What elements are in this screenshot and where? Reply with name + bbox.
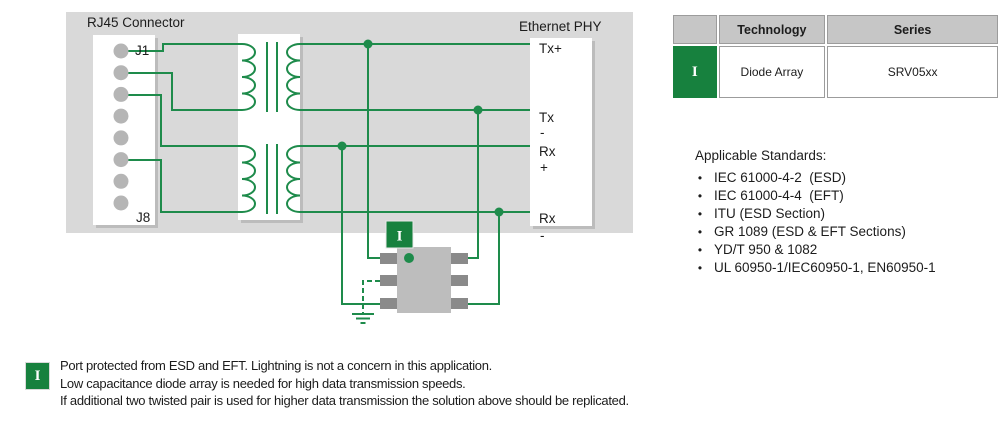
table-header-row: Technology Series [673, 15, 998, 44]
phy-label-rx-plus: + [540, 160, 548, 175]
note-line: Low capacitance diode array is needed fo… [60, 375, 466, 391]
wire-pin1 [121, 43, 242, 52]
standard-item: • ITU (ESD Section) [695, 205, 936, 223]
wire-pin3 [121, 94, 242, 147]
pin-j1-label: J1 [135, 43, 149, 58]
coil-upper-primary [241, 43, 256, 111]
ethernet-phy-box [530, 38, 592, 226]
bullet-icon: • [697, 261, 703, 275]
standard-item: • GR 1089 (ESD & EFT Sections) [695, 223, 936, 241]
standard-item: • IEC 61000-4-2 (ESD) [695, 169, 936, 187]
table-header-technology: Technology [718, 15, 826, 44]
ground-wire-dashed [362, 280, 380, 313]
phy-label-rx: Rx [539, 144, 556, 159]
transformer-core-bars [266, 42, 278, 214]
note-marker-letter: I [34, 367, 41, 384]
coil-lower-secondary [286, 145, 301, 213]
tap-rx-plus [341, 146, 380, 305]
standard-text: UL 60950-1/IEC60950-1, EN60950-1 [714, 260, 936, 275]
table-corner-cell [673, 15, 717, 44]
wire-pin2 [121, 72, 242, 111]
standard-item: • IEC 61000-4-4 (EFT) [695, 187, 936, 205]
ethernet-protection-schematic: I RJ45 Connector J1 J8 Ethernet PHY Tx+ … [66, 12, 633, 324]
standard-text: YD/T 950 & 1082 [714, 242, 818, 257]
bullet-icon: • [697, 189, 703, 203]
table-header-series: Series [827, 15, 998, 44]
table-row: I Diode Array SRV05xx [673, 46, 998, 98]
bullet-icon: • [697, 225, 703, 239]
table-cell-series: SRV05xx [827, 46, 998, 98]
tap-rx-minus [468, 212, 500, 305]
tap-tx-plus [367, 44, 380, 259]
note-line: If additional two twisted pair is used f… [60, 393, 629, 408]
bullet-icon: • [697, 171, 703, 185]
note-marker-badge: I [25, 362, 50, 390]
standard-text: IEC 61000-4-2 (ESD) [714, 170, 847, 185]
chip-pin1-dot [404, 253, 414, 263]
applicable-standards: Applicable Standards: • IEC 61000-4-2 (E… [695, 147, 936, 277]
standard-item: • YD/T 950 & 1082 [695, 241, 936, 259]
standard-text: GR 1089 (ESD & EFT Sections) [714, 224, 906, 239]
pin-j8-label: J8 [136, 210, 150, 225]
solution-marker-badge: I [385, 220, 414, 249]
junction-dot-tx-plus [363, 39, 373, 49]
tap-tx-minus [468, 110, 479, 259]
junction-dot-tx-minus [473, 105, 483, 115]
note-text: Port protected from ESD and EFT. Lightni… [60, 357, 629, 410]
table-marker-letter: I [691, 63, 698, 80]
table-marker-cell: I [673, 46, 717, 98]
standard-text: ITU (ESD Section) [714, 206, 826, 221]
standard-item: • UL 60950-1/IEC60950-1, EN60950-1 [695, 259, 936, 277]
wires [121, 42, 530, 324]
standards-title: Applicable Standards: [695, 148, 827, 163]
technology-series-table: Technology Series I Diode Array SRV05xx [671, 13, 1000, 100]
coil-lower-primary [241, 145, 256, 213]
ground-symbol [352, 313, 374, 324]
diode-array-chip [380, 247, 468, 313]
phy-label-tx-minus: - [540, 125, 545, 140]
junction-dots [337, 39, 504, 217]
wire-pin6 [121, 159, 242, 213]
table-cell-technology: Diode Array [718, 46, 826, 98]
junction-dot-rx-plus [337, 141, 347, 151]
phy-label-tx: Tx [539, 110, 554, 125]
ethernet-phy-title: Ethernet PHY [519, 19, 602, 34]
chip-pins [380, 253, 468, 309]
phy-label-tx-plus: Tx+ [539, 41, 562, 56]
rj45-title: RJ45 Connector [87, 15, 185, 30]
solution-marker-letter: I [397, 229, 403, 245]
note-line: Port protected from ESD and EFT. Lightni… [60, 358, 492, 373]
phy-label-rx2: Rx [539, 211, 556, 226]
standard-text: IEC 61000-4-4 (EFT) [714, 188, 844, 203]
coil-upper-secondary [286, 43, 301, 111]
phy-label-rx-minus: - [540, 228, 545, 243]
bullet-icon: • [697, 207, 703, 221]
bullet-icon: • [697, 243, 703, 257]
junction-dot-rx-minus [494, 207, 504, 217]
rj45-pins [113, 43, 129, 211]
